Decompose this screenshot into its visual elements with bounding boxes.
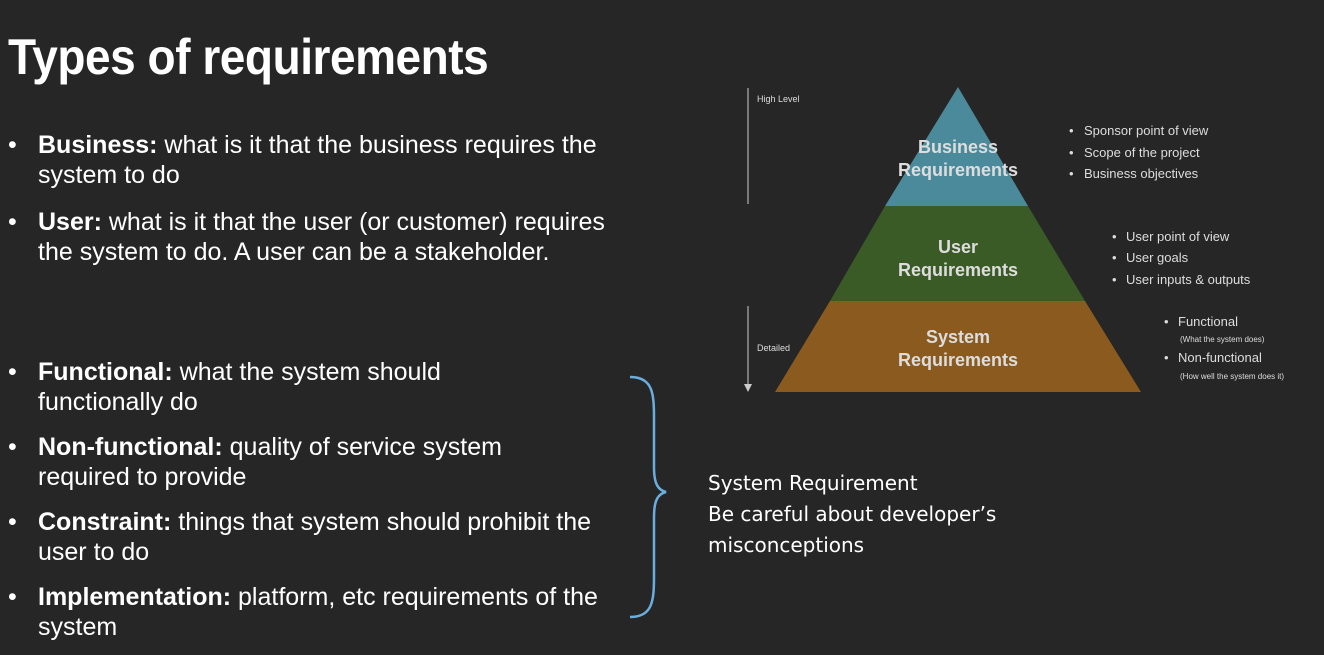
note-user-2: User goals	[1126, 250, 1189, 265]
bullet-term: Non-functional:	[38, 433, 223, 461]
note-user-3: User inputs & outputs	[1126, 272, 1251, 287]
note-business-2: Scope of the project	[1084, 145, 1200, 160]
side-note-line: System Requirement	[708, 471, 918, 495]
bullet-implementation: • Implementation: platform, etc requirem…	[8, 582, 638, 642]
note-system-2: Non-functional	[1178, 350, 1262, 365]
bullet-dot: •	[8, 131, 17, 159]
bullet-functional: • Functional: what the system should fun…	[8, 357, 528, 417]
bullet-user: • User: what is it that the user (or cus…	[8, 207, 638, 267]
bullet-term: User:	[38, 208, 102, 236]
bullet-dot: •	[8, 433, 17, 461]
note-system-1: Functional	[1178, 314, 1238, 329]
bullet-text: what is it that the business requires th…	[38, 131, 597, 189]
tier-label-system-1: System	[926, 327, 990, 347]
note-bullet: •	[1069, 123, 1074, 138]
tier-label-user-1: User	[938, 237, 978, 257]
tier-label-user-2: Requirements	[898, 260, 1018, 280]
note-bullet: •	[1112, 272, 1117, 287]
note-bullet: •	[1069, 145, 1074, 160]
bullet-text: what is it that the user (or customer) r…	[38, 208, 605, 266]
bullet-dot: •	[8, 358, 17, 386]
axis-bottom-label: Detailed	[757, 343, 790, 353]
note-user-1: User point of view	[1126, 229, 1230, 244]
tier-label-business-1: Business	[918, 137, 998, 157]
tier-system	[775, 301, 1141, 392]
bullet-text: things that system should prohibit the u…	[38, 508, 592, 566]
bullet-dot: •	[8, 208, 17, 236]
requirements-pyramid: High Level Detailed Business Requirement…	[744, 87, 1284, 392]
tier-label-system-2: Requirements	[898, 350, 1018, 370]
note-business-3: Business objectives	[1084, 166, 1199, 181]
slide-title: Types of requirements	[8, 29, 489, 85]
bullet-text: what the system should functionally do	[38, 358, 441, 416]
axis-arrow-icon	[744, 384, 752, 392]
note-system-2-sub: (How well the system does it)	[1180, 372, 1284, 381]
bullet-non-functional: • Non-functional: quality of service sys…	[8, 432, 598, 492]
bullet-term: Business:	[38, 131, 158, 159]
bullet-text: quality of service system required to pr…	[38, 433, 502, 491]
bullet-dot: •	[8, 508, 17, 536]
axis-top-label: High Level	[757, 94, 800, 104]
bullet-term: Constraint:	[38, 508, 172, 536]
curly-brace	[629, 375, 667, 619]
tier-user	[830, 206, 1085, 301]
bullet-text: platform, etc requirements of the system	[38, 583, 598, 641]
bullet-constraint: • Constraint: things that system should …	[8, 507, 638, 567]
side-note-line: misconceptions	[708, 533, 865, 557]
bullet-dot: •	[8, 583, 17, 611]
side-note-line: Be careful about developer’s	[708, 502, 997, 526]
note-bullet: •	[1164, 314, 1169, 329]
note-business-1: Sponsor point of view	[1084, 123, 1209, 138]
bullet-business: • Business: what is it that the business…	[8, 130, 638, 190]
tier-label-business-2: Requirements	[898, 160, 1018, 180]
note-system-1-sub: (What the system does)	[1180, 335, 1265, 344]
note-bullet: •	[1069, 166, 1074, 181]
tier-business	[885, 87, 1028, 206]
note-bullet: •	[1112, 250, 1117, 265]
side-note: System Requirement Be careful about deve…	[708, 468, 996, 561]
bullet-term: Implementation:	[38, 583, 232, 611]
bullet-term: Functional:	[38, 358, 173, 386]
note-bullet: •	[1112, 229, 1117, 244]
note-bullet: •	[1164, 350, 1169, 365]
